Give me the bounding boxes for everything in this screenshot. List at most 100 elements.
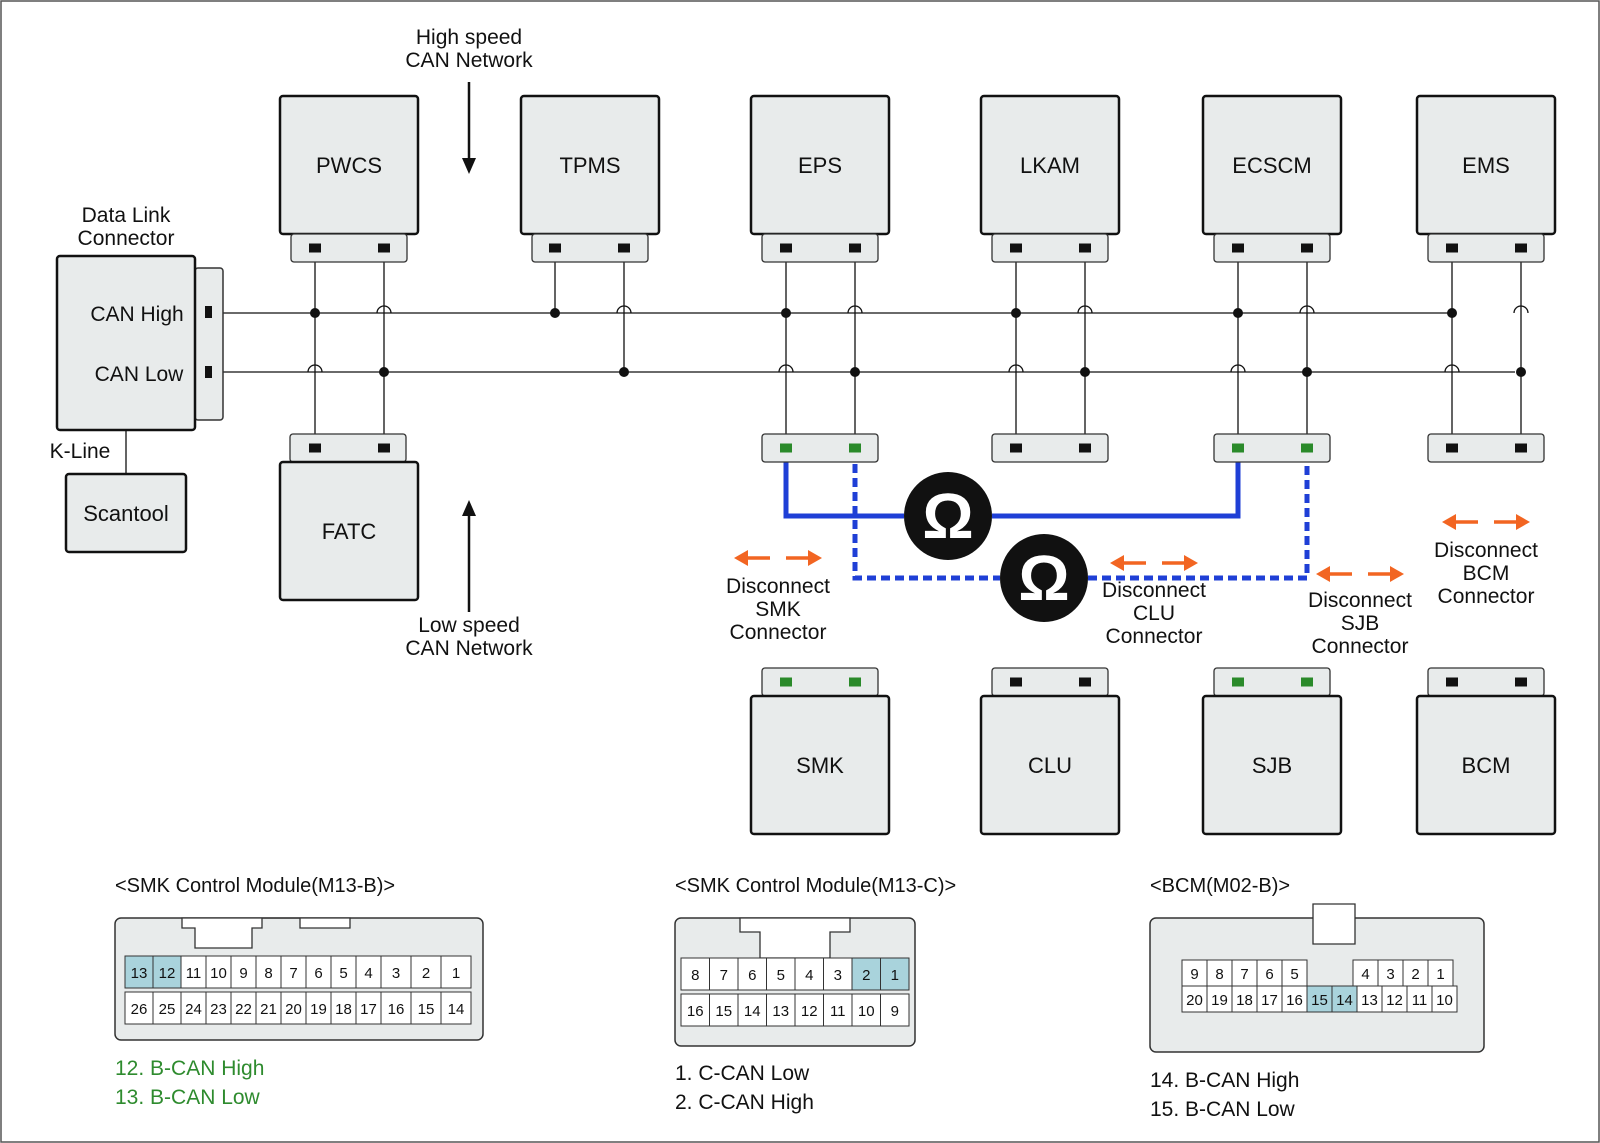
junction-dot [379, 367, 389, 377]
high-speed-label-line2: CAN Network [405, 49, 533, 72]
connector-eps-top [761, 233, 879, 263]
pin-cell [230, 955, 257, 989]
connector-strip [991, 433, 1109, 463]
connector-tpms-top [531, 233, 649, 263]
pin-cell [1231, 959, 1258, 987]
pin-number: 7 [720, 967, 728, 984]
junction-dot [1516, 367, 1526, 377]
junction-dot [1302, 367, 1312, 377]
connector-pin [378, 443, 390, 453]
module-ecscm: ECSCM [1201, 94, 1343, 236]
pin-number: 15 [418, 1001, 435, 1018]
module-body [278, 460, 420, 602]
pin-number: 5 [1290, 966, 1298, 983]
connector-title: <BCM(M02-B)> [1150, 875, 1290, 897]
module-label: LKAM [1020, 153, 1080, 178]
pin-cell [709, 957, 739, 991]
pin-number: 12 [1386, 992, 1403, 1009]
connector-strip [761, 433, 879, 463]
pin-number: 3 [834, 967, 842, 984]
pin-number: 18 [1236, 992, 1253, 1009]
connector-pin [1301, 443, 1313, 453]
pin-cell [280, 991, 307, 1025]
connector-pin [1515, 677, 1527, 687]
pin-number: 15 [715, 1003, 732, 1020]
connector-pin [780, 677, 792, 687]
pin-number: 20 [285, 1001, 302, 1018]
arrow-head [808, 550, 822, 566]
pin-cell [440, 955, 472, 989]
arrow-head [1442, 514, 1456, 530]
connector-strip [761, 233, 879, 263]
connector-pin [1010, 243, 1022, 253]
pin-number: 17 [360, 1001, 377, 1018]
pin-number: 4 [805, 967, 813, 984]
junction-dot [550, 308, 560, 318]
module-label: SMK [796, 753, 844, 778]
pin-number: 24 [185, 1001, 202, 1018]
connector-pin [1010, 443, 1022, 453]
connector-clu-harness [991, 433, 1109, 463]
low-speed-label-line2: CAN Network [405, 637, 533, 660]
pin-number: 18 [335, 1001, 352, 1018]
pin-cell [737, 993, 767, 1027]
connector-smk-module [761, 667, 879, 697]
pin-cell [680, 993, 710, 1027]
junction-dot [1011, 308, 1021, 318]
wire-crossover [616, 305, 632, 314]
connector-pin [309, 443, 321, 453]
connector-pin [1232, 677, 1244, 687]
pin-cell [355, 991, 382, 1025]
pin-number: 16 [1286, 992, 1303, 1009]
module-label: TPMS [559, 153, 620, 178]
ohmmeter-ccan [904, 472, 992, 560]
high-speed-label-line1: High speed [416, 26, 522, 49]
pin-cell [355, 955, 382, 989]
pin-cell [794, 957, 824, 991]
can-bus-wires [125, 254, 1529, 581]
arrow-head [1110, 555, 1124, 571]
connector-pin [1232, 443, 1244, 453]
can-low-label: CAN Low [95, 363, 185, 386]
connector-pin [849, 243, 861, 253]
scantool-box [64, 472, 188, 554]
connector-ems-top [1427, 233, 1545, 263]
connector-title: <SMK Control Module(M13-C)> [675, 875, 956, 897]
pin-cell [1206, 959, 1233, 987]
disconnect-sjb-line3: Connector [1312, 635, 1409, 658]
pin-number: 1 [891, 967, 899, 984]
disconnect-bcm-line3: Connector [1438, 585, 1535, 608]
pin-number: 5 [339, 965, 347, 982]
connector-pin [1301, 243, 1313, 253]
connector-strip [991, 233, 1109, 263]
connector-pin [1232, 243, 1244, 253]
pin-number: 8 [1215, 966, 1223, 983]
arrow-head [1184, 555, 1198, 571]
ohm-symbol-bcan: Ω [1018, 542, 1069, 614]
can-high-label: CAN High [90, 303, 183, 326]
wire-crossover [1230, 364, 1246, 373]
connector-strip [531, 233, 649, 263]
pin-number: 9 [239, 965, 247, 982]
connector-pin [1079, 677, 1091, 687]
pin-cell [1281, 985, 1308, 1013]
pin-number: 4 [1361, 966, 1369, 983]
pin-cell [851, 957, 881, 991]
pin-cell [1356, 985, 1383, 1013]
ohmmeter-bcan [1000, 534, 1088, 622]
pin-legend-line: 12. B-CAN High [115, 1057, 264, 1080]
connector-pin [618, 243, 630, 253]
pin-cell [152, 991, 182, 1025]
connector-pin [1079, 243, 1091, 253]
junction-dot [781, 308, 791, 318]
pin-number: 3 [392, 965, 400, 982]
wire-crossover [1513, 305, 1529, 314]
connector-pin [1301, 677, 1313, 687]
data-link-connector [55, 254, 224, 432]
disconnect-arrow [734, 550, 822, 566]
module-fatc: FATC [278, 460, 420, 602]
pin-number: 22 [235, 1001, 252, 1018]
pin-number: 17 [1261, 992, 1278, 1009]
